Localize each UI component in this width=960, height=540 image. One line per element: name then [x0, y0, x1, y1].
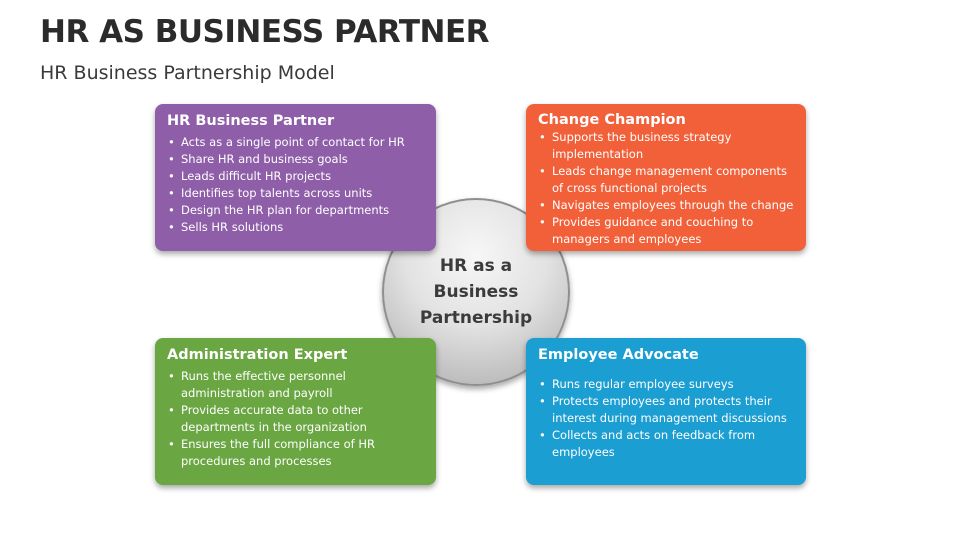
list-item: Ensures the full compliance of HR proced… [167, 436, 424, 470]
page-subtitle: HR Business Partnership Model [40, 62, 335, 84]
card-list: Runs the effective personnel administrat… [167, 368, 424, 470]
list-item: Runs regular employee surveys [538, 376, 794, 393]
hub-label: HR as a Business Partnership [419, 256, 533, 328]
list-item: Share HR and business goals [167, 151, 424, 168]
list-item: Acts as a single point of contact for HR [167, 134, 424, 151]
list-item: Navigates employees through the change [538, 197, 794, 214]
card-title: Administration Expert [167, 347, 348, 363]
card-change-champion: Change Champion Supports the business st… [526, 104, 806, 251]
list-item: Leads difficult HR projects [167, 168, 424, 185]
card-list: Runs regular employee surveys Protects e… [538, 376, 794, 461]
list-item: Collects and acts on feedback from emplo… [538, 427, 794, 461]
card-administration-expert: Administration Expert Runs the effective… [155, 338, 436, 485]
card-hr-business-partner: HR Business Partner Acts as a single poi… [155, 104, 436, 251]
list-item: Provides accurate data to other departme… [167, 402, 424, 436]
list-item: Runs the effective personnel administrat… [167, 368, 424, 402]
list-item: Leads change management components of cr… [538, 163, 794, 197]
list-item: Sells HR solutions [167, 219, 424, 236]
card-list: Acts as a single point of contact for HR… [167, 134, 424, 236]
card-title: Employee Advocate [538, 347, 699, 363]
list-item: Identifies top talents across units [167, 185, 424, 202]
list-item: Design the HR plan for departments [167, 202, 424, 219]
list-item: Protects employees and protects their in… [538, 393, 794, 427]
card-title: Change Champion [538, 112, 686, 128]
list-item: Provides guidance and couching to manage… [538, 214, 794, 248]
card-title: HR Business Partner [167, 113, 335, 129]
card-employee-advocate: Employee Advocate Runs regular employee … [526, 338, 806, 485]
list-item: Supports the business strategy implement… [538, 129, 794, 163]
page-title: HR AS BUSINESS PARTNER [40, 14, 490, 50]
card-list: Supports the business strategy implement… [538, 129, 794, 248]
